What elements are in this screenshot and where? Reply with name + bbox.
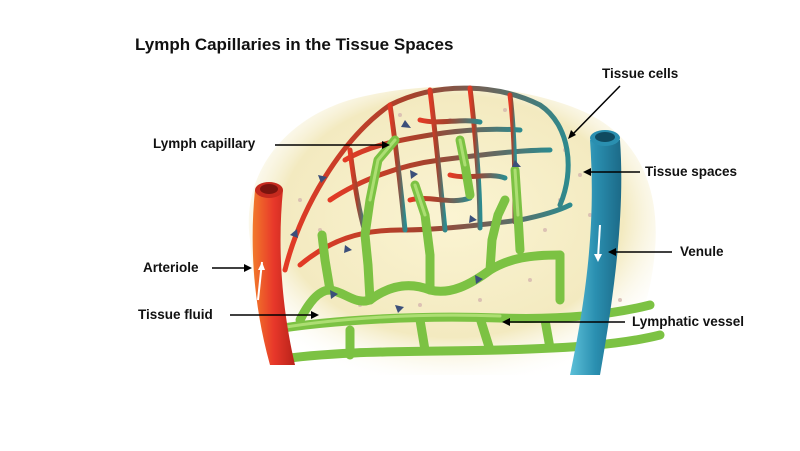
label-venule: Venule xyxy=(680,244,724,259)
label-tissue-cells: Tissue cells xyxy=(602,66,679,81)
label-lymph-capillary: Lymph capillary xyxy=(153,136,256,151)
leader-lines xyxy=(212,85,672,326)
label-lymphatic-vessel: Lymphatic vessel xyxy=(632,314,745,329)
diagram-title: Lymph Capillaries in the Tissue Spaces xyxy=(135,35,454,54)
label-tissue-fluid: Tissue fluid xyxy=(138,307,213,322)
label-arteriole: Arteriole xyxy=(143,260,199,275)
label-tissue-spaces: Tissue spaces xyxy=(645,164,738,179)
flow-arrows xyxy=(290,120,521,313)
venule-vessel xyxy=(570,130,622,375)
arteriole-vessel xyxy=(252,182,295,365)
lymph-highlights xyxy=(278,138,520,330)
